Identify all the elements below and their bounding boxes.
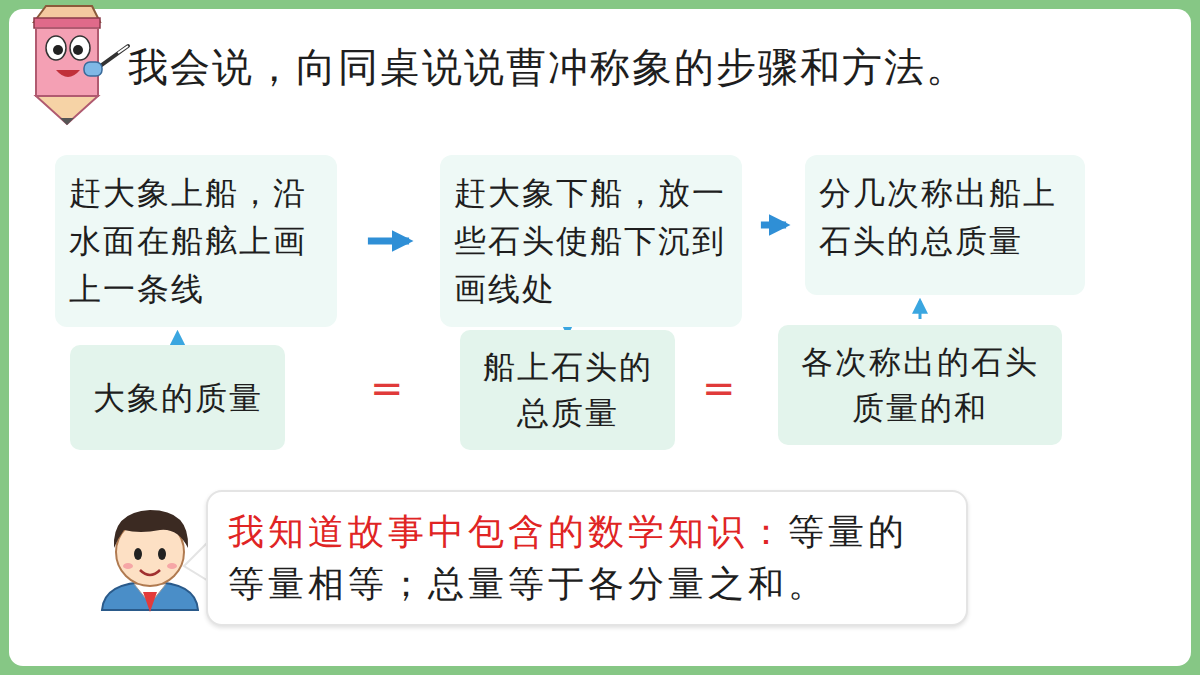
heading: 我会说，向同桌说说曹冲称象的步骤和方法。 (128, 40, 968, 94)
box-text: 各次称出的石头质量的和 (790, 339, 1050, 431)
box-text: 分几次称出船上石头的总质量 (819, 169, 1071, 265)
box-text: 船上石头的总质量 (472, 344, 663, 436)
quantity-box: 船上石头的总质量 (460, 330, 675, 450)
link-arrow (919, 301, 922, 319)
box-text: 赶大象下船，放一些石头使船下沉到画线处 (454, 169, 728, 313)
bubble-lead: 我知道故事中包含的数学知识： (228, 511, 788, 552)
quantity-box: 大象的质量 (70, 345, 285, 450)
step-box: 分几次称出船上石头的总质量 (805, 155, 1085, 295)
step-box: 赶大象上船，沿水面在船舷上画上一条线 (55, 155, 337, 327)
quantity-box: 各次称出的石头质量的和 (778, 325, 1062, 445)
equals-sign: = (702, 368, 736, 408)
page-ground (9, 9, 1191, 666)
speech-bubble: 我知道故事中包含的数学知识：等量的等量相等；总量等于各分量之和。 (206, 490, 968, 626)
pencil-mascot (34, 6, 128, 125)
boy-figure (102, 510, 198, 612)
step-box: 赶大象下船，放一些石头使船下沉到画线处 (440, 155, 742, 327)
box-text: 赶大象上船，沿水面在船舷上画上一条线 (69, 169, 323, 313)
equals-sign: = (370, 368, 404, 408)
step-arrow (368, 238, 409, 245)
box-text: 大象的质量 (82, 375, 273, 421)
link-arrow (176, 333, 179, 339)
step-arrow (761, 222, 786, 229)
